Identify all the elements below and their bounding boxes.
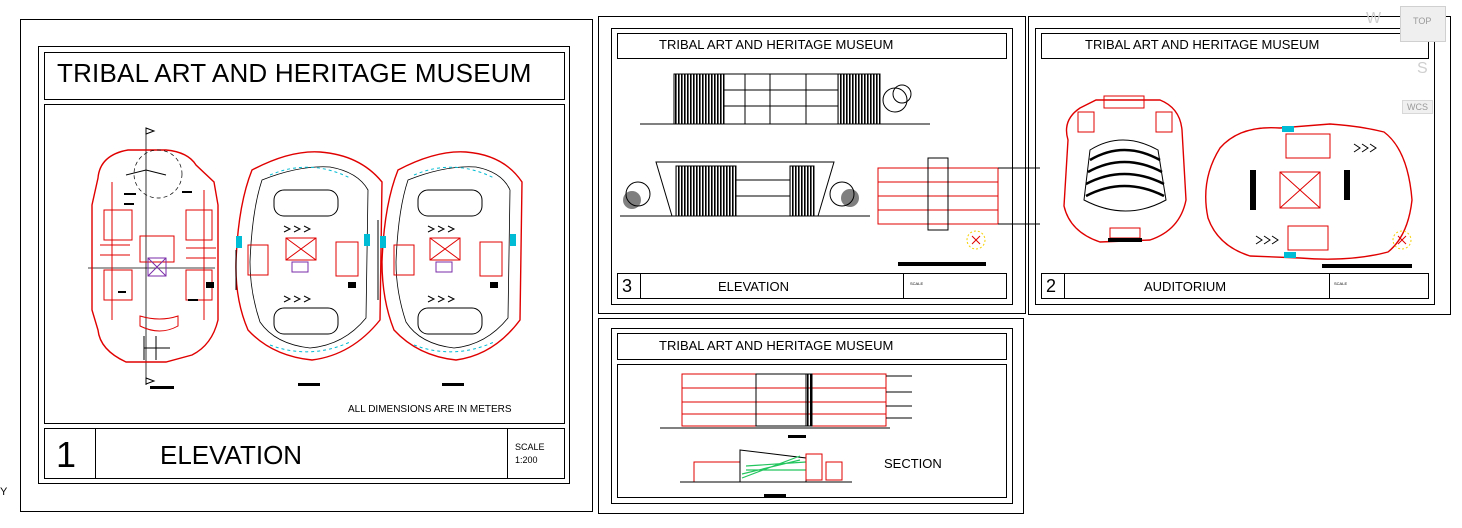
- sheet-4-label: SECTION: [884, 456, 942, 471]
- plan-first-floor: [235, 151, 383, 386]
- front-elevation-lower: [620, 161, 870, 217]
- sheet-4-title: TRIBAL ART AND HERITAGE MUSEUM: [659, 338, 894, 353]
- sheet-1-title-block: [44, 428, 565, 479]
- sheet-3-scale-divider: [903, 273, 904, 299]
- sheet-2-scale-divider: [1329, 273, 1330, 299]
- sheet-2-outer-frame: [1028, 16, 1451, 315]
- viewcube-top-label[interactable]: TOP: [1413, 16, 1432, 26]
- front-elevation-upper: [640, 73, 930, 125]
- building-section-lower: [680, 449, 852, 497]
- sheet-2-number-divider: [1064, 273, 1065, 299]
- sheet-1-drawing-area: [44, 104, 565, 424]
- sheet-3-outer-frame: [598, 16, 1026, 314]
- sheet-2-title-box: [1041, 33, 1429, 59]
- sheet-4-title-box: [617, 333, 1007, 360]
- sheet-3-title-block: [617, 273, 1007, 299]
- building-section-upper: [660, 373, 912, 438]
- sheet-1-number-divider: [95, 428, 96, 479]
- sheet-1-scale-divider: [507, 428, 508, 479]
- sheet-1-title: TRIBAL ART AND HERITAGE MUSEUM: [57, 58, 532, 88]
- sheet-3-number: 3: [622, 276, 633, 296]
- sheet-4-drawing-area: [617, 364, 1007, 498]
- plan-ground-floor: [88, 127, 219, 389]
- sheet-3-title-box: [617, 33, 1007, 59]
- sheet-1-scale-value: 1:200: [515, 455, 538, 465]
- viewcube-face[interactable]: [1400, 6, 1446, 42]
- sheet-1-dimension-note: ALL DIMENSIONS ARE IN METERS: [348, 404, 512, 415]
- sheet-2-title: TRIBAL ART AND HERITAGE MUSEUM: [1085, 37, 1320, 52]
- sheet-4-inner-frame: [611, 328, 1013, 504]
- sheet-2-title-block: [1041, 273, 1429, 299]
- sheet-2-scale-label: SCALE: [1334, 281, 1348, 286]
- sheet-1-number: 1: [56, 434, 77, 475]
- sheet-1-outer-frame: [20, 19, 593, 512]
- sheet-1-inner-frame: [38, 46, 570, 484]
- sheet-3-title: TRIBAL ART AND HERITAGE MUSEUM: [659, 37, 894, 52]
- sheet-2-label: AUDITORIUM: [1144, 279, 1227, 294]
- sheet-3-number-divider: [640, 273, 641, 299]
- sheet-1-scale-label: SCALE: [515, 442, 545, 452]
- sheet-1-label: ELEVATION: [160, 440, 303, 470]
- sheet-3-label: ELEVATION: [718, 279, 790, 294]
- sheet-1-title-box: [44, 52, 565, 100]
- plan-second-floor: [380, 151, 523, 386]
- wcs-menu[interactable]: WCS: [1402, 100, 1433, 114]
- side-elevation: [877, 157, 1040, 266]
- sheet-4-outer-frame: [598, 318, 1024, 514]
- auditorium-upper-plan: [1205, 123, 1413, 268]
- viewcube-west-label[interactable]: W: [1366, 10, 1382, 27]
- auditorium-plan: [1063, 95, 1187, 243]
- sheet-2-number: 2: [1046, 276, 1057, 296]
- ucs-axis-glyph: Y: [0, 486, 8, 498]
- viewcube-south-label[interactable]: S: [1417, 60, 1428, 77]
- sheet-3-inner-frame: [611, 28, 1013, 305]
- sheet-3-scale-label: SCALE: [910, 281, 924, 286]
- sheet-2-inner-frame: [1035, 28, 1435, 305]
